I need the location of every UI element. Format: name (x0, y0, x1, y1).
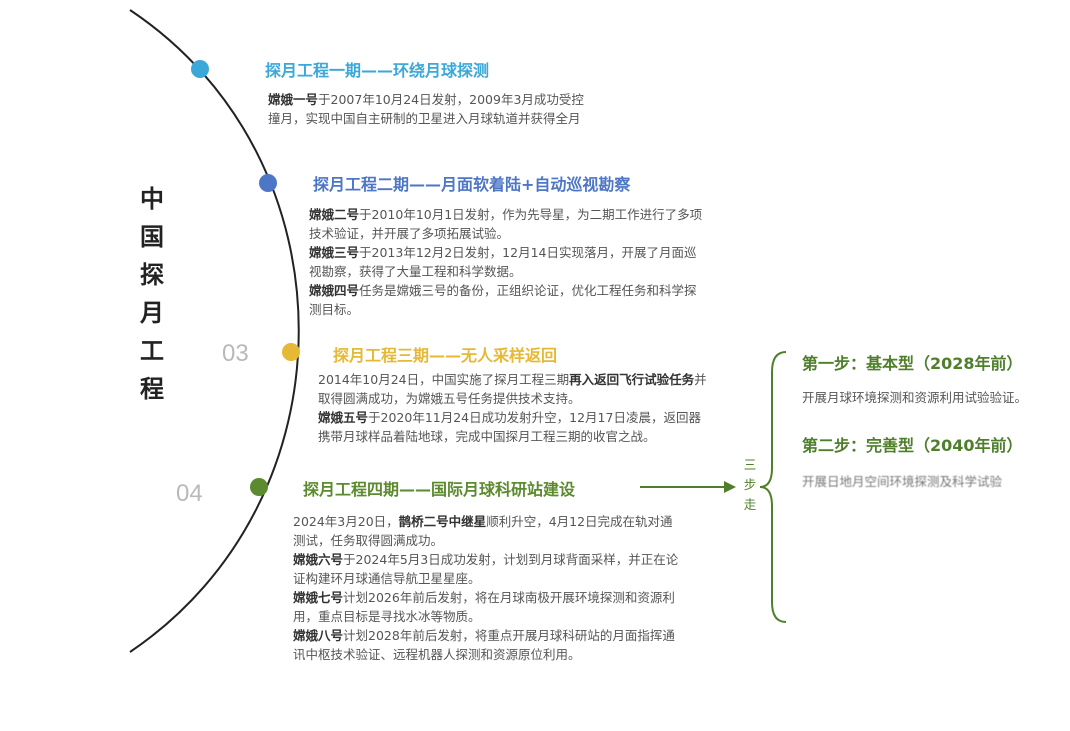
phase-3-desc: 2014年10月24日，中国实施了探月工程三期再入返回飞行试验任务并取得圆满成功… (318, 370, 708, 446)
highlight-text: 嫦娥七号 (293, 590, 344, 605)
three-steps-char: 三 (743, 457, 757, 472)
highlight-text: 鹊桥二号中继星 (398, 514, 487, 529)
phase-1-dot (191, 60, 209, 78)
phase-2-desc: 嫦娥二号于2010年10月1日发射，作为先导星，为二期工作进行了多项技术验证，并… (309, 205, 704, 319)
phase-3-number: 03 (222, 340, 249, 367)
desc-paragraph: 嫦娥六号于2024年5月3日成功发射，计划到月球背面采样，并正在论证构建环月球通… (293, 550, 683, 588)
phase-4-desc: 2024年3月20日，鹊桥二号中继星顺利升空，4月12日完成在轨对通测试，任务取… (293, 512, 683, 664)
phase-1-desc: 嫦娥一号于2007年10月24日发射，2009年3月成功受控撞月，实现中国自主研… (268, 90, 608, 128)
desc-text: 计划2028年前后发射，将重点开展月球科研站的月面指挥通讯中枢技术验证、远程机器… (293, 628, 675, 662)
desc-text: 于2007年10月24日发射，2009年3月成功受控 (318, 92, 584, 107)
main-title-char: 中 (140, 185, 164, 213)
desc-text: 于2020年11月24日成功发射升空，12月17日凌晨，返回器携带月球样品着陆地… (318, 410, 701, 444)
desc-paragraph: 嫦娥四号任务是嫦娥三号的备份，正组织论证，优化工程任务和科学探测目标。 (309, 281, 704, 319)
desc-text: 并取得圆满成功，为嫦娥五号任务提供技术支持。 (318, 372, 707, 406)
three-steps-char: 步 (743, 477, 757, 492)
desc-text: 2014年10月24日，中国实施了探月工程三期 (318, 372, 570, 387)
highlight-text: 嫦娥八号 (293, 628, 344, 643)
highlight-text: 嫦娥三号 (309, 245, 360, 260)
step-2-title: 第二步：完善型（2040年前） (802, 436, 1023, 455)
step-1-desc: 开展月球环境探测和资源利用试验验证。 (802, 390, 1028, 405)
desc-paragraph: 嫦娥五号于2020年11月24日成功发射升空，12月17日凌晨，返回器携带月球样… (318, 408, 708, 446)
main-title-char: 工 (140, 337, 164, 365)
highlight-text: 嫦娥一号 (268, 92, 319, 107)
highlight-text: 再入返回飞行试验任务 (569, 372, 695, 387)
phase-4-dot (250, 478, 268, 496)
desc-paragraph: 2014年10月24日，中国实施了探月工程三期再入返回飞行试验任务并取得圆满成功… (318, 370, 708, 408)
phase-2-title: 探月工程二期——月面软着陆+自动巡视勘察 (313, 175, 631, 194)
desc-text: 撞月，实现中国自主研制的卫星进入月球轨道并获得全月 (268, 111, 581, 126)
main-title-char: 月 (140, 299, 164, 327)
phase-3-dot (282, 343, 300, 361)
highlight-text: 嫦娥六号 (293, 552, 344, 567)
main-title: 中 国 探 月 工 程 (132, 180, 172, 408)
highlight-text: 嫦娥五号 (318, 410, 369, 425)
three-steps-label: 三 步 走 (742, 455, 758, 515)
phase-3-title: 探月工程三期——无人采样返回 (333, 346, 558, 365)
main-title-char: 程 (140, 375, 164, 403)
desc-text: 计划2026年前后发射，将在月球南极开展环境探测和资源利用，重点目标是寻找水冰等… (293, 590, 675, 624)
desc-paragraph: 嫦娥三号于2013年12月2日发射，12月14日实现落月，开展了月面巡视勘察，获… (309, 243, 704, 281)
arrow-head (724, 481, 736, 493)
highlight-text: 嫦娥二号 (309, 207, 360, 222)
desc-text: 于2010年10月1日发射，作为先导星，为二期工作进行了多项技术验证，并开展了多… (309, 207, 703, 241)
steps-bracket (759, 351, 787, 623)
desc-paragraph: 2024年3月20日，鹊桥二号中继星顺利升空，4月12日完成在轨对通测试，任务取… (293, 512, 683, 550)
main-title-char: 探 (140, 261, 164, 289)
desc-paragraph: 撞月，实现中国自主研制的卫星进入月球轨道并获得全月 (268, 109, 608, 128)
phase-2-dot (259, 174, 277, 192)
desc-text: 2024年3月20日， (293, 514, 399, 529)
phase-4-number: 04 (176, 480, 203, 507)
desc-text: 于2013年12月2日发射，12月14日实现落月，开展了月面巡视勘察，获得了大量… (309, 245, 697, 279)
phase-1-title: 探月工程一期——环绕月球探测 (265, 61, 490, 80)
phase-4-title: 探月工程四期——国际月球科研站建设 (303, 480, 576, 499)
desc-paragraph: 嫦娥一号于2007年10月24日发射，2009年3月成功受控 (268, 90, 608, 109)
step-1-title: 第一步：基本型（2028年前） (802, 354, 1023, 373)
desc-paragraph: 嫦娥八号计划2028年前后发射，将重点开展月球科研站的月面指挥通讯中枢技术验证、… (293, 626, 683, 664)
desc-paragraph: 嫦娥二号于2010年10月1日发射，作为先导星，为二期工作进行了多项技术验证，并… (309, 205, 704, 243)
desc-text: 顺利升空，4月12日完成在轨对通测试，任务取得圆满成功。 (293, 514, 673, 548)
desc-text: 于2024年5月3日成功发射，计划到月球背面采样，并正在论证构建环月球通信导航卫… (293, 552, 679, 586)
three-steps-char: 走 (743, 497, 757, 512)
step-2-desc: 开展日地月空间环境探测及科学试验 (802, 474, 1003, 489)
desc-paragraph: 嫦娥七号计划2026年前后发射，将在月球南极开展环境探测和资源利用，重点目标是寻… (293, 588, 683, 626)
timeline-arc (129, 9, 300, 653)
highlight-text: 嫦娥四号 (309, 283, 360, 298)
main-title-char: 国 (140, 223, 164, 251)
desc-text: 任务是嫦娥三号的备份，正组织论证，优化工程任务和科学探测目标。 (309, 283, 697, 317)
